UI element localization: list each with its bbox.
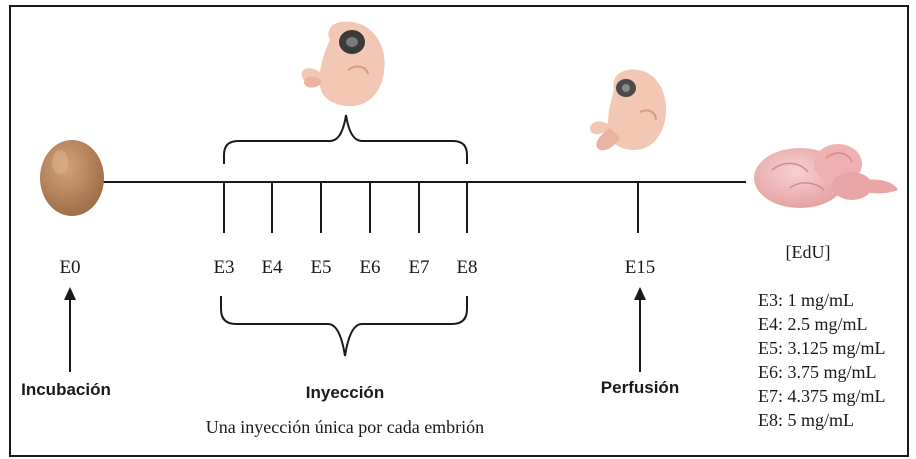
label-incubation: Incubación <box>21 380 111 399</box>
arrow-incubation <box>64 287 76 372</box>
embryo-injection-icon <box>302 22 385 107</box>
edu-concentration: E6: 3.75 mg/mL <box>758 362 877 382</box>
label-e8: E8 <box>456 257 477 278</box>
label-perfusion: Perfusión <box>601 378 679 397</box>
embryo-perfusion-icon <box>590 70 666 151</box>
edu-title: [EdU] <box>786 242 831 262</box>
label-e5: E5 <box>310 257 331 278</box>
label-e0: E0 <box>59 257 80 278</box>
edu-concentration: E4: 2.5 mg/mL <box>758 314 868 334</box>
label-injection: Inyección <box>306 383 384 402</box>
label-e6: E6 <box>359 257 380 278</box>
injection-ticks <box>224 182 638 233</box>
edu-concentration: E5: 3.125 mg/mL <box>758 338 886 358</box>
edu-concentration: E3: 1 mg/mL <box>758 290 854 310</box>
egg-icon <box>40 140 104 216</box>
brain-icon <box>754 144 898 208</box>
bottom-brace <box>221 296 467 356</box>
label-e4: E4 <box>261 257 283 278</box>
label-e15: E15 <box>625 257 656 278</box>
arrow-perfusion <box>634 287 646 372</box>
edu-concentration: E8: 5 mg/mL <box>758 410 854 430</box>
label-e7: E7 <box>408 257 429 278</box>
top-brace <box>224 115 467 164</box>
edu-concentration: E7: 4.375 mg/mL <box>758 386 886 406</box>
label-injection-note: Una inyección única por cada embrión <box>206 417 484 437</box>
label-e3: E3 <box>213 257 234 278</box>
